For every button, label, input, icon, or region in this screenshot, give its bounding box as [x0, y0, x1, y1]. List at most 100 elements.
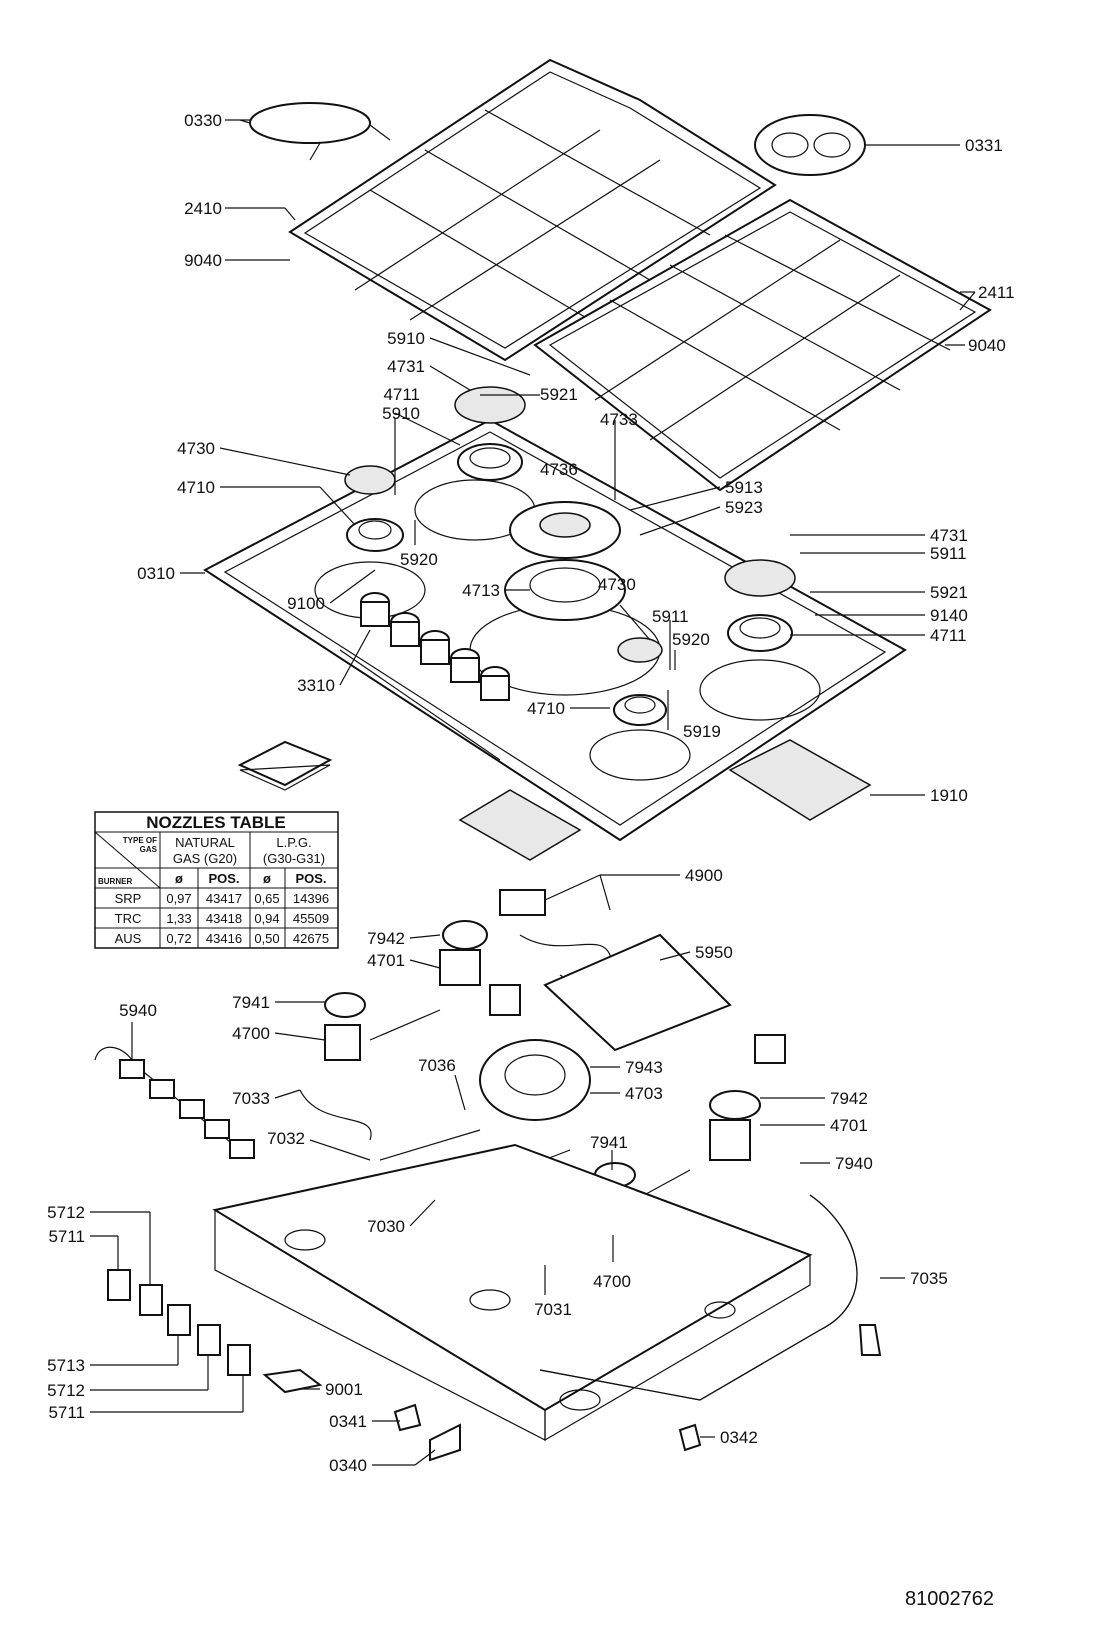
label-7031: 7031 — [534, 1300, 572, 1319]
table-row-burner: AUS — [115, 931, 142, 946]
label-4711-top: 4711 — [383, 385, 420, 404]
label-0341: 0341 — [329, 1412, 367, 1431]
label-4730-front: 4730 — [598, 575, 636, 594]
table-row-nat-pos: 43416 — [206, 931, 242, 946]
table-row-lpg-dia: 0,50 — [254, 931, 279, 946]
label-9140: 9140 — [930, 606, 968, 625]
burner-cap-4736-wok — [509, 501, 621, 559]
col-nat-dia: ø — [175, 871, 183, 886]
burner-head-4710-left — [346, 518, 404, 552]
label-4731-top: 4731 — [387, 357, 425, 376]
gas-inlet-pipe-7035 — [539, 1194, 858, 1401]
col-nat-pos: POS. — [208, 871, 239, 886]
label-7941-top: 7941 — [232, 993, 270, 1012]
natural-gas-header-1: NATURAL — [175, 835, 235, 850]
label-4736: 4736 — [540, 460, 578, 479]
table-row-nat-pos: 43417 — [206, 891, 242, 906]
label-5712-bottom: 5712 — [47, 1381, 85, 1400]
label-2411: 2411 — [978, 283, 1015, 302]
document-number: 81002762 — [905, 1588, 994, 1610]
label-2410: 2410 — [184, 199, 222, 218]
pan-support-left — [288, 58, 777, 362]
label-4703: 4703 — [625, 1084, 663, 1103]
table-row-lpg-pos: 14396 — [293, 891, 329, 906]
label-5713: 5713 — [47, 1356, 85, 1375]
label-4713: 4713 — [462, 581, 500, 600]
gas-taps-5711-5713 — [107, 1269, 251, 1376]
label-4701-right: 4701 — [830, 1116, 868, 1135]
grille-1910 — [458, 739, 872, 861]
label-4700-mid: 4700 — [593, 1272, 631, 1291]
col-lpg-pos: POS. — [295, 871, 326, 886]
pan-support-right — [533, 198, 992, 492]
label-9100: 9100 — [287, 594, 325, 613]
simmer-plate-0331 — [754, 114, 866, 176]
label-7942-right: 7942 — [830, 1089, 868, 1108]
burner-cap-4731-right — [724, 559, 796, 597]
label-5923: 5923 — [725, 498, 763, 517]
label-5919: 5919 — [683, 722, 721, 741]
table-row-burner: TRC — [115, 911, 142, 926]
label-4731-right: 4731 — [930, 526, 968, 545]
leader-lines — [90, 119, 976, 1466]
label-7030: 7030 — [367, 1217, 405, 1236]
label-5712-top: 5712 — [47, 1203, 85, 1222]
label-5920-left: 5920 — [400, 550, 438, 569]
natural-gas-header-2: GAS (G20) — [173, 851, 237, 866]
label-4730-left: 4730 — [177, 439, 215, 458]
label-7035: 7035 — [910, 1269, 948, 1288]
label-4710-left: 4710 — [177, 478, 215, 497]
label-1910: 1910 — [930, 786, 968, 805]
label-4701-top: 4701 — [367, 951, 405, 970]
type-of-gas-label-2: GAS — [140, 845, 158, 854]
label-5940: 5940 — [119, 1001, 157, 1020]
control-knobs-3310 — [360, 592, 510, 701]
label-9040-right: 9040 — [968, 336, 1006, 355]
label-5950: 5950 — [695, 943, 733, 962]
burner-head-4711-top — [457, 443, 523, 481]
label-3310: 3310 — [297, 676, 335, 695]
nozzles-table: NOZZLES TABLE TYPE OF GAS BURNER NATURAL… — [94, 811, 339, 949]
lpg-header-1: L.P.G. — [276, 835, 311, 850]
label-4711-right: 4711 — [930, 626, 967, 645]
col-lpg-dia: ø — [263, 871, 271, 886]
label-0342: 0342 — [720, 1428, 758, 1447]
label-5910-mid: 5910 — [382, 404, 420, 423]
small-brackets — [262, 1324, 882, 1462]
base-tray — [212, 1143, 813, 1442]
label-5911-right: 5911 — [930, 544, 967, 563]
label-9040-left: 9040 — [184, 251, 222, 270]
ignition-unit-5950 — [489, 933, 786, 1064]
table-row-nat-dia: 0,97 — [166, 891, 191, 906]
label-5711-top: 5711 — [48, 1227, 85, 1246]
type-of-gas-label-1: TYPE OF — [123, 836, 157, 845]
label-5920-front: 5920 — [672, 630, 710, 649]
table-row-lpg-pos: 42675 — [293, 931, 329, 946]
label-9001: 9001 — [325, 1380, 363, 1399]
label-5921-top: 5921 — [540, 385, 578, 404]
label-4700-top: 4700 — [232, 1024, 270, 1043]
label-5913: 5913 — [725, 478, 763, 497]
label-7940: 7940 — [835, 1154, 873, 1173]
table-row-burner: SRP — [115, 891, 142, 906]
label-7942-top: 7942 — [367, 929, 405, 948]
label-0340: 0340 — [329, 1456, 367, 1475]
table-row-nat-pos: 43418 — [206, 911, 242, 926]
nozzles-table-title: NOZZLES TABLE — [146, 813, 285, 832]
label-0310: 0310 — [137, 564, 175, 583]
instruction-booklet — [237, 740, 333, 791]
table-row-nat-dia: 1,33 — [166, 911, 191, 926]
label-7943: 7943 — [625, 1058, 663, 1077]
label-4710-front: 4710 — [527, 699, 565, 718]
burner-label: BURNER — [98, 877, 132, 886]
burner-cap-4731-top — [454, 386, 526, 424]
label-7036: 7036 — [418, 1056, 456, 1075]
table-row-lpg-pos: 45509 — [293, 911, 329, 926]
table-row-nat-dia: 0,72 — [166, 931, 191, 946]
table-row-lpg-dia: 0,94 — [254, 911, 279, 926]
harness-4900 — [499, 889, 613, 982]
burner-head-4710-front — [613, 694, 667, 726]
label-5910-top: 5910 — [387, 329, 425, 348]
table-row-lpg-dia: 0,65 — [254, 891, 279, 906]
